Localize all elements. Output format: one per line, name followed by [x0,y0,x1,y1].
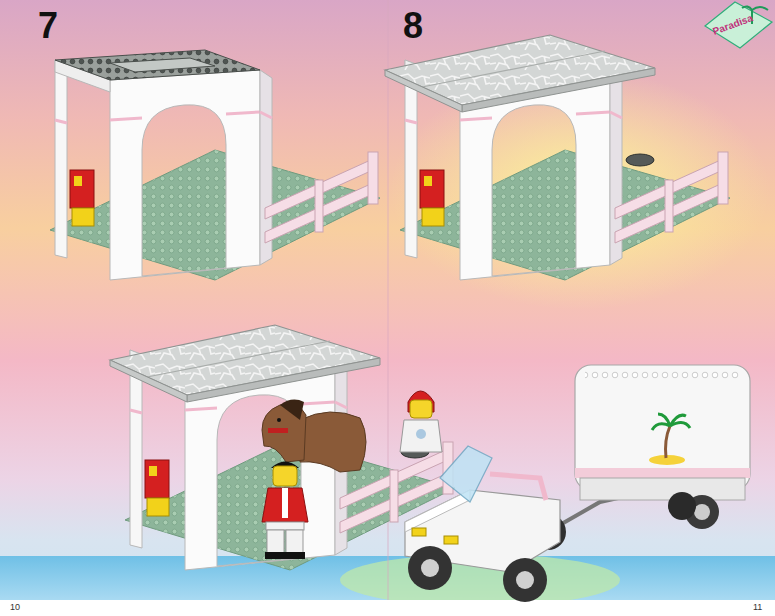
finished-model [110,325,455,570]
page-margin [0,600,775,616]
stable-top-plates [55,50,260,80]
step-8-model [385,35,730,280]
logo-badge [705,2,772,48]
horse [262,400,366,472]
step-7-model [50,50,380,280]
jeep [405,446,566,602]
page-number: 10 [10,603,20,612]
second-minifig [400,391,442,452]
step-number: 8 [403,8,423,44]
stable-roof [385,35,655,112]
page-number: 11 [753,603,762,612]
theme-logo: Paradisa [712,13,755,37]
rider-minifig [262,462,308,560]
page-background [0,0,775,600]
stable-roof [110,325,380,402]
stable-body [50,60,380,280]
step-number: 7 [38,8,58,44]
trough [626,154,654,166]
horse-trailer [558,365,750,529]
